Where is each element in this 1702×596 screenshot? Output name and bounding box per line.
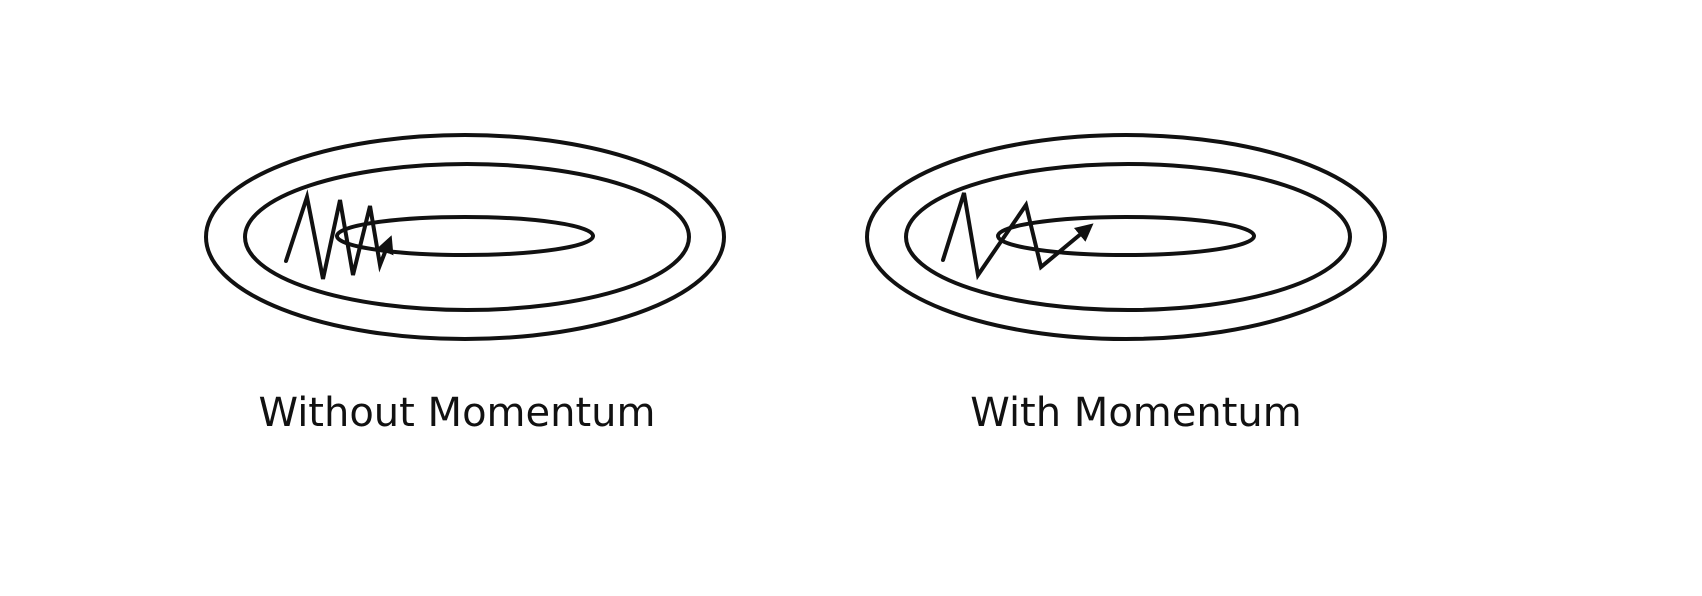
- caption-with-momentum: With Momentum: [970, 390, 1301, 436]
- caption-without-momentum: Without Momentum: [259, 390, 656, 436]
- middle-contour: [904, 162, 1352, 312]
- outer-contour: [865, 133, 1387, 341]
- inner-contour: [335, 215, 595, 257]
- panel-without-momentum: Without Momentum: [204, 133, 726, 436]
- middle-contour: [243, 162, 691, 312]
- momentum-descent-path: [941, 192, 1094, 281]
- inner-contour: [996, 215, 1256, 257]
- contour-lines: [204, 133, 726, 341]
- panel-with-momentum: With Momentum: [865, 133, 1387, 436]
- contour-lines: [865, 133, 1387, 341]
- outer-contour: [204, 133, 726, 341]
- oscillating-descent-path: [284, 189, 394, 280]
